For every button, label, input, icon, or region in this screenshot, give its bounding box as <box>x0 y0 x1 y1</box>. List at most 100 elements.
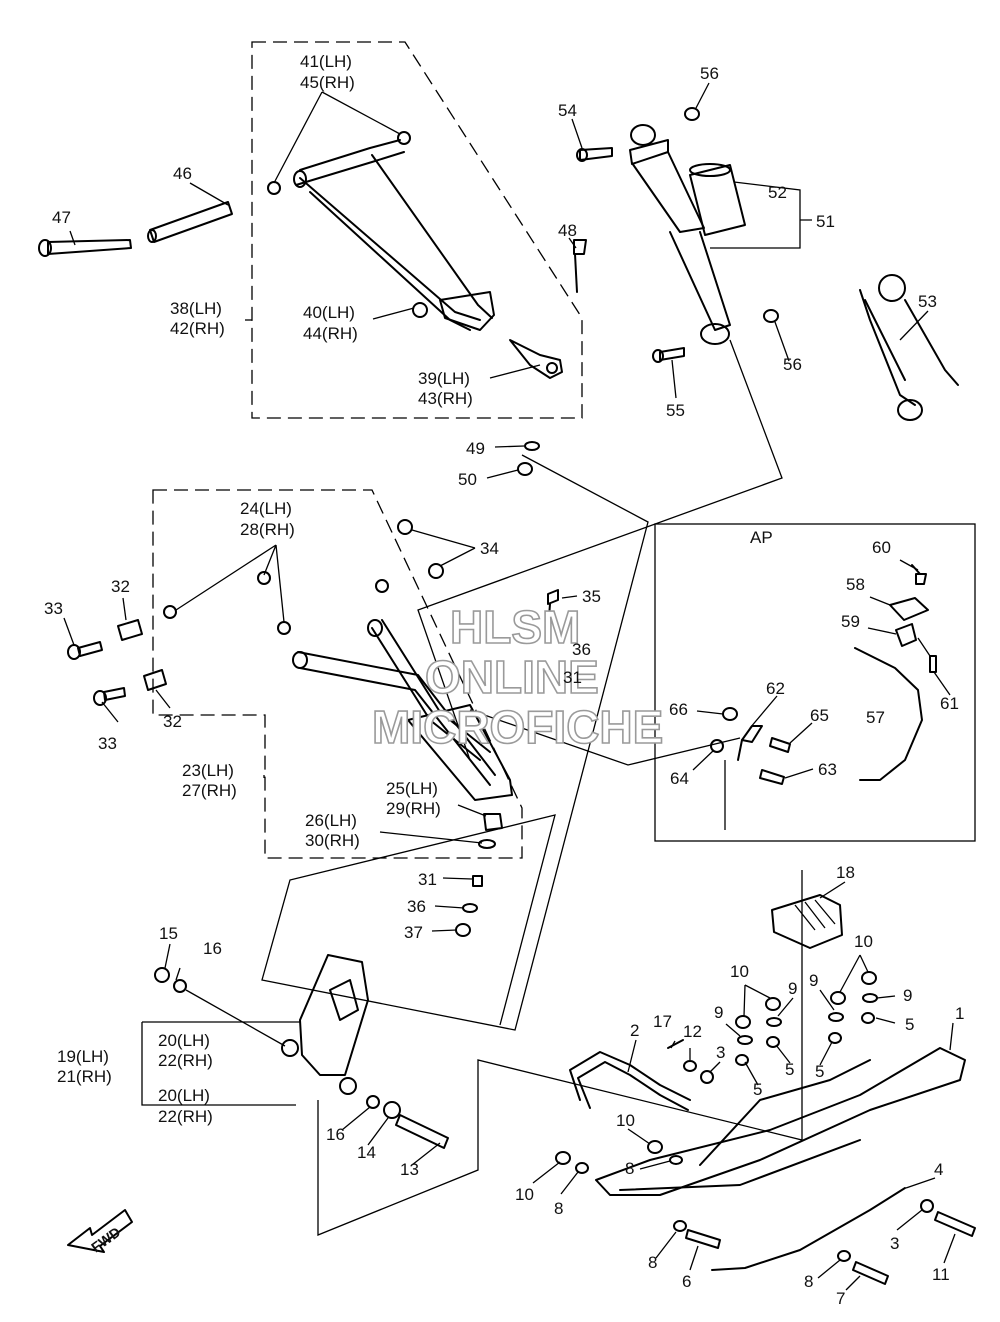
label-20-a: 20(LH) <box>158 1031 210 1050</box>
washer-9-a <box>737 1035 753 1045</box>
washer-36 <box>462 903 478 913</box>
bolt-47 <box>38 239 132 257</box>
nut-37 <box>455 923 471 937</box>
nut-66 <box>722 707 738 721</box>
pressure-gauge-53 <box>859 274 959 421</box>
label-10-a: 10 <box>854 932 873 951</box>
nut-56-bottom <box>763 309 779 323</box>
label-13: 13 <box>400 1160 419 1179</box>
label-18: 18 <box>836 863 855 882</box>
wear-pad-18 <box>771 894 843 949</box>
connector-line-ski <box>317 870 803 1236</box>
bushing-45 <box>397 131 411 145</box>
runner-4 <box>711 1187 906 1271</box>
nut-50 <box>517 462 533 476</box>
washer-8-a <box>669 1155 683 1165</box>
label-4: 4 <box>934 1160 943 1179</box>
bushing-5-d <box>861 1012 875 1024</box>
label-28: 28(RH) <box>240 520 295 539</box>
connector-line-ap <box>469 709 741 766</box>
label-14: 14 <box>357 1143 376 1162</box>
label-31-a: 31 <box>563 668 582 687</box>
label-59: 59 <box>841 612 860 631</box>
label-22-b: 22(RH) <box>158 1107 213 1126</box>
label-3-a: 3 <box>716 1043 725 1062</box>
label-16-b: 16 <box>326 1125 345 1144</box>
collar-14 <box>383 1101 401 1119</box>
nut-10-b <box>765 997 781 1011</box>
bolt-33-b <box>93 687 126 706</box>
washer-9-b <box>766 1017 782 1027</box>
label-32-b: 32 <box>163 712 182 731</box>
bolt-7 <box>852 1261 889 1285</box>
nut-3-a <box>700 1070 714 1084</box>
label-37: 37 <box>404 923 423 942</box>
bushing-24 <box>257 571 291 635</box>
washer-8-d <box>837 1250 851 1262</box>
label-61: 61 <box>940 694 959 713</box>
label-36-b: 36 <box>407 897 426 916</box>
label-16-a: 16 <box>203 939 222 958</box>
bolt-61 <box>929 655 937 673</box>
collar-32-a <box>117 619 143 641</box>
label-8-a: 8 <box>625 1159 634 1178</box>
label-24: 24(LH) <box>240 499 292 518</box>
nut-10-c <box>830 991 846 1005</box>
label-10-b: 10 <box>730 962 749 981</box>
bolt-11 <box>934 1211 976 1237</box>
ski-1 <box>595 1047 966 1196</box>
washer-9-c <box>828 1012 844 1022</box>
label-29: 29(RH) <box>386 799 441 818</box>
bolt-35 <box>547 589 559 631</box>
fwd-label: FWD <box>88 1224 123 1256</box>
bolt-6 <box>685 1229 721 1249</box>
connector-line-upper <box>261 454 649 1031</box>
upper-arm-group-frame <box>251 41 583 419</box>
label-58: 58 <box>846 575 865 594</box>
label-60: 60 <box>872 538 891 557</box>
ball-joint-39 <box>509 339 563 379</box>
nut-10-d <box>861 971 877 985</box>
leader-lines <box>63 82 956 1291</box>
label-5-d: 5 <box>815 1062 824 1081</box>
label-23: 23(LH) <box>182 761 234 780</box>
handle-2 <box>569 1051 691 1111</box>
watermark-line-2: ONLINE <box>425 651 599 703</box>
label-9-d: 9 <box>714 1003 723 1022</box>
bushing-20-b <box>339 1077 357 1095</box>
label-2: 2 <box>630 1021 639 1040</box>
label-48: 48 <box>558 221 577 240</box>
collar-15 <box>154 967 170 983</box>
label-1: 1 <box>955 1004 964 1023</box>
cover-52 <box>689 163 746 236</box>
label-32-a: 32 <box>111 577 130 596</box>
bolt-33-a <box>67 641 103 660</box>
label-9-a: 9 <box>788 979 797 998</box>
label-45: 45(RH) <box>300 73 355 92</box>
nut-10-e <box>647 1140 663 1154</box>
label-31-b: 31 <box>418 870 437 889</box>
bushing-5-b <box>766 1036 780 1048</box>
label-8-c: 8 <box>648 1253 657 1272</box>
label-8-b: 8 <box>554 1199 563 1218</box>
upper-a-arm <box>293 139 495 331</box>
label-65: 65 <box>810 706 829 725</box>
label-36-a: 36 <box>572 640 591 659</box>
collar-31 <box>472 875 483 887</box>
washer-16-b <box>366 1095 380 1109</box>
label-10-c: 10 <box>616 1111 635 1130</box>
shock-absorber <box>629 124 731 345</box>
collar-32-b <box>143 669 167 691</box>
nut-12 <box>683 1060 697 1072</box>
label-49: 49 <box>466 439 485 458</box>
label-5-c: 5 <box>785 1060 794 1079</box>
label-46: 46 <box>173 164 192 183</box>
label-5-b: 5 <box>753 1080 762 1099</box>
label-63: 63 <box>818 760 837 779</box>
label-9-b: 9 <box>809 971 818 990</box>
label-57: 57 <box>866 708 885 727</box>
bushing-25 <box>483 813 503 831</box>
washer-49 <box>524 441 540 451</box>
label-33-b: 33 <box>98 734 117 753</box>
